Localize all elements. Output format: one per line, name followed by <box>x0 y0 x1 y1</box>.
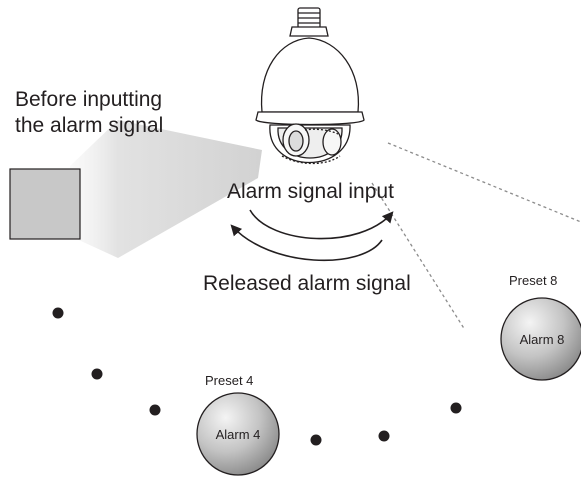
alarm-8-circle <box>500 297 581 381</box>
before-input-label-line1: Before inputting <box>15 88 162 111</box>
monitor-box <box>9 168 81 240</box>
alarm-input-arrow <box>249 209 394 240</box>
preset-dot <box>52 307 64 319</box>
before-input-label-line2: the alarm signal <box>15 114 163 137</box>
preset-dot <box>91 368 103 380</box>
sight-line-right <box>387 142 581 223</box>
preset-8-label: Preset 8 <box>509 273 557 288</box>
released-arrow <box>230 224 383 262</box>
alarm-4-label: Alarm 4 <box>216 427 261 442</box>
dome-camera-icon <box>255 7 365 165</box>
alarm-8-label: Alarm 8 <box>520 332 565 347</box>
preset-dot <box>450 402 462 414</box>
alarm-signal-input-label: Alarm signal input <box>227 180 394 203</box>
preset-dot <box>378 430 390 442</box>
alarm-4-circle <box>196 392 280 476</box>
preset-dot <box>310 434 322 446</box>
preset-4-label: Preset 4 <box>205 373 253 388</box>
preset-dot <box>149 404 161 416</box>
sight-line-down <box>371 182 466 331</box>
view-cone <box>70 120 262 258</box>
released-alarm-signal-label: Released alarm signal <box>203 272 411 295</box>
